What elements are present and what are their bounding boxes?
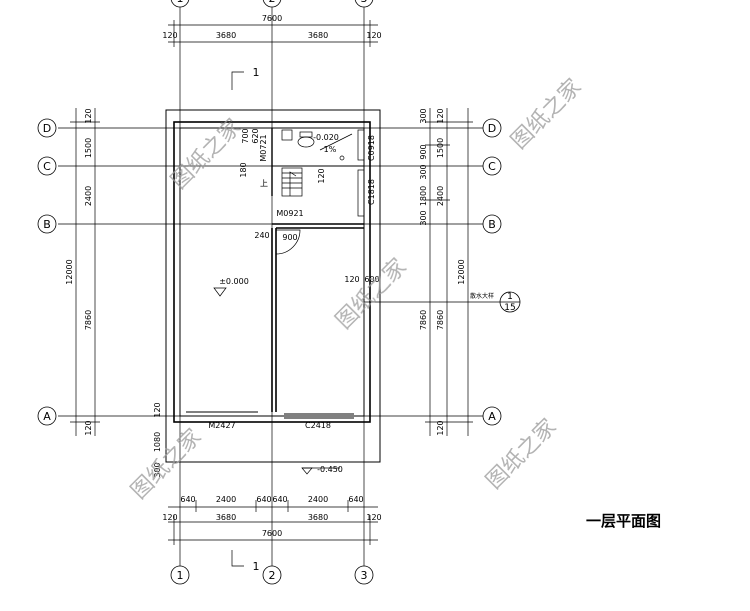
label-apron-120: 120 <box>153 402 162 417</box>
label-bath-elevation: -0.020 <box>313 133 339 142</box>
bottom-seg-640-c: 640 <box>272 495 287 504</box>
drawing-title: 一层平面图 <box>586 512 662 530</box>
axis-bubble-3-bottom: 3 <box>361 569 368 582</box>
label-dim-700: 700 <box>241 128 250 143</box>
right-seg-2400: 2400 <box>436 186 445 206</box>
axis-bubble-2-top: 2 <box>269 0 276 5</box>
label-outside-elevation: -0.450 <box>317 465 343 474</box>
left-seg-2400: 2400 <box>84 186 93 206</box>
bottom-seg-640-a: 640 <box>180 495 195 504</box>
label-dim-120-bath: 120 <box>317 168 326 183</box>
right-wall-top: 120 <box>436 108 445 123</box>
label-c0918: C0918 <box>367 135 376 161</box>
label-dim-620: 620 <box>251 128 260 143</box>
label-dim-120-inner: 120 <box>344 275 359 284</box>
label-dim-240: 240 <box>254 231 269 240</box>
label-dim-600: 600 <box>364 275 379 284</box>
top-bay-right: 3680 <box>308 31 328 40</box>
watermark-1: 图纸之家 <box>167 114 247 194</box>
label-dim-180: 180 <box>239 162 248 177</box>
right-inner-7860: 7860 <box>419 310 428 330</box>
axis-bubble-d-right: D <box>488 122 496 135</box>
label-dim-900: 900 <box>282 233 297 242</box>
bottom-bay-left: 3680 <box>216 513 236 522</box>
right-wall-bottom: 120 <box>436 420 445 435</box>
label-m0721: M0721 <box>259 134 268 161</box>
detail-page: 15 <box>504 303 515 313</box>
axis-bubble-2-bottom: 2 <box>269 569 276 582</box>
watermark-4: 图纸之家 <box>127 424 207 504</box>
right-seg-1500: 1500 <box>436 138 445 158</box>
label-c2418: C2418 <box>305 421 331 430</box>
top-wall-left: 120 <box>162 31 177 40</box>
right-inner-300-a: 300 <box>419 108 428 123</box>
axis-bubble-b-left: B <box>43 218 51 231</box>
axis-bubble-c-right: C <box>488 160 496 173</box>
axis-bubble-a-right: A <box>488 410 496 423</box>
label-m0921: M0921 <box>276 209 303 218</box>
bottom-seg-2400-b: 2400 <box>308 495 328 504</box>
left-total-dim: 12000 <box>65 259 74 284</box>
watermark-3: 图纸之家 <box>332 254 412 334</box>
bottom-seg-2400-a: 2400 <box>216 495 236 504</box>
axis-bubble-b-right: B <box>488 218 496 231</box>
axis-bubble-1-bottom: 1 <box>177 569 184 582</box>
right-seg-7860: 7860 <box>436 310 445 330</box>
label-apron-300: 300 <box>153 462 162 477</box>
axis-bubble-1-top: 1 <box>177 0 184 5</box>
bottom-wall-right: 120 <box>366 513 381 522</box>
label-m2427: M2427 <box>208 421 235 430</box>
axis-bubble-a-left: A <box>43 410 51 423</box>
watermark-5: 图纸之家 <box>482 414 562 494</box>
axis-bubble-3-top: 3 <box>361 0 368 5</box>
top-wall-right: 120 <box>366 31 381 40</box>
top-bay-left: 3680 <box>216 31 236 40</box>
right-total-dim: 12000 <box>457 259 466 284</box>
label-slope: 1% <box>324 145 337 154</box>
detail-number: 1 <box>507 292 513 302</box>
right-inner-1800: 1800 <box>419 186 428 206</box>
left-wall-top: 120 <box>84 108 93 123</box>
section-mark-bottom: 1 <box>253 560 260 573</box>
label-apron-1080: 1080 <box>153 432 162 452</box>
left-wall-bottom: 120 <box>84 420 93 435</box>
label-drain-detail: 散水大样 <box>470 292 494 300</box>
right-inner-300-b: 300 <box>419 164 428 179</box>
axis-bubble-d-left: D <box>43 122 51 135</box>
right-inner-300-c: 300 <box>419 210 428 225</box>
bottom-wall-left: 120 <box>162 513 177 522</box>
left-seg-1500: 1500 <box>84 138 93 158</box>
axis-bubble-c-left: C <box>43 160 51 173</box>
bottom-bay-right: 3680 <box>308 513 328 522</box>
label-c1818: C1818 <box>367 179 376 205</box>
bottom-seg-640-b: 640 <box>256 495 271 504</box>
bottom-total-dim: 7600 <box>262 529 282 538</box>
section-mark-top: 1 <box>253 66 260 79</box>
left-seg-7860: 7860 <box>84 310 93 330</box>
bottom-seg-640-d: 640 <box>348 495 363 504</box>
watermark-2: 图纸之家 <box>507 74 587 154</box>
top-total-dim: 7600 <box>262 14 282 23</box>
label-stair-up: 上 <box>260 179 268 188</box>
right-inner-900: 900 <box>419 144 428 159</box>
label-main-elevation: ±0.000 <box>219 277 249 286</box>
